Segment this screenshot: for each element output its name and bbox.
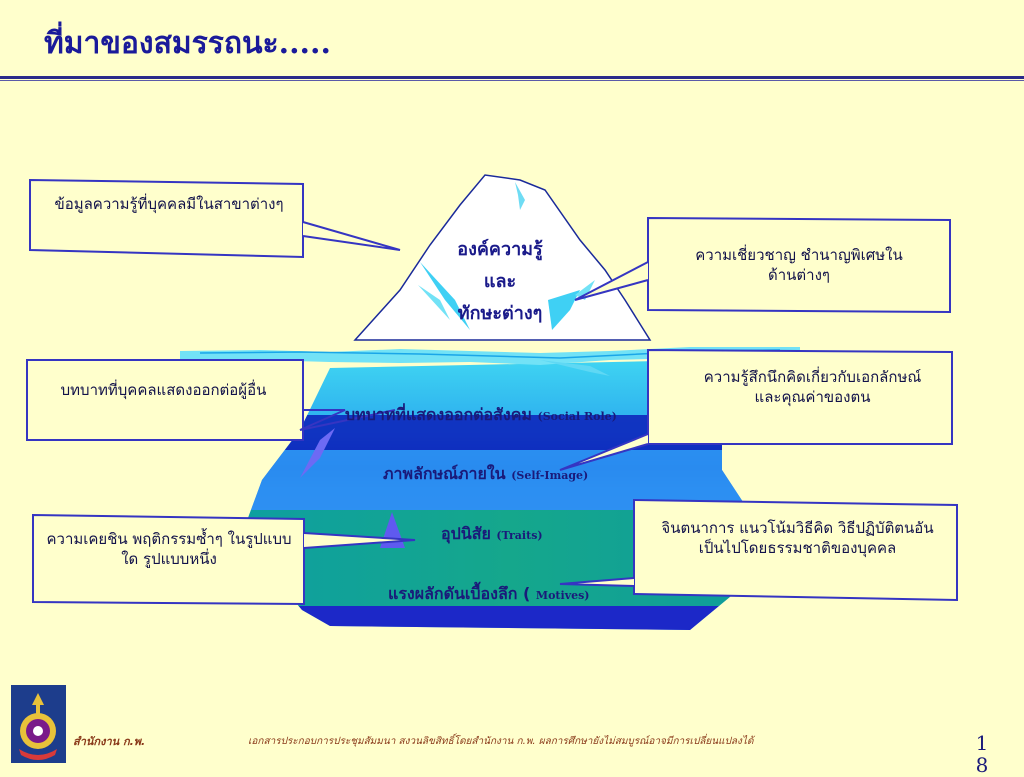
layer-self-image-english: (Self-Image) (511, 469, 589, 482)
layer-self-image-thai: ภาพลักษณ์ภายใน (383, 464, 506, 483)
callout-knowledge-pointer (302, 221, 401, 251)
page-number: 18 (975, 731, 989, 777)
callout-motives-pointer (559, 577, 635, 587)
iceberg-base-band (248, 606, 760, 630)
callout-traits-pointer (303, 532, 416, 549)
layer-motives-thai: แรงผลักดันเบื้องลึก ( (388, 584, 531, 603)
layer-social-role-english: (Social Role) (537, 410, 617, 423)
callout-selfimage-box (647, 348, 953, 445)
emblem-icon (19, 693, 57, 760)
callout-traits-text: ความเคยชิน พฤติกรรมซ้ำๆ ในรูปแบบใด รูปแบ… (46, 530, 292, 568)
layer-label-social-role: บทบาทที่แสดงออกต่อสังคม (Social Role) (345, 403, 617, 428)
tip-label-line2: และ (483, 271, 517, 292)
layer-traits-english: (Traits) (496, 529, 543, 542)
tip-label-line1: องค์ความรู้ (457, 239, 543, 260)
callout-selfimage-text: ความรู้สึกนึกคิดเกี่ยวกับเอกลักษณ์และคุณ… (703, 368, 922, 406)
layer-motives-english: Motives) (535, 589, 590, 602)
callout-knowledge-box (29, 178, 304, 259)
callout-knowledge-text: ข้อมูลความรู้ที่บุคคลมีในสาขาต่างๆ (54, 195, 284, 213)
callout-selfimage-pointer (559, 433, 649, 471)
page-title: ที่มาของสมรรถนะ..... (44, 26, 331, 61)
callout-traits-box (32, 513, 305, 606)
layer-label-motives: แรงผลักดันเบื้องลึก ( Motives) (388, 582, 589, 607)
callout-skills-text: ความเชี่ยวชาญ ชำนาญพิเศษในด้านต่างๆ (695, 246, 903, 284)
callout-social-box (26, 359, 304, 441)
callout-social-text: บทบาทที่บุคคลแสดงออกต่อผู้อื่น (60, 381, 267, 399)
tip-label-line3: ทักษะต่างๆ (457, 303, 543, 324)
title-divider (0, 76, 1024, 79)
footer-note: เอกสารประกอบการประชุมสัมมนา สงวนลิขสิทธิ… (248, 736, 754, 747)
layer-label-traits: อุปนิสัย (Traits) (441, 522, 543, 547)
callout-motives-text: จินตนาการ แนวโน้มวิธีคิด วิธีปฏิบัติตนอั… (661, 519, 934, 557)
ocsc-logo (11, 685, 66, 763)
layer-social-role-thai: บทบาทที่แสดงออกต่อสังคม (345, 405, 532, 424)
layer-traits-thai: อุปนิสัย (441, 524, 491, 543)
callout-motives-box (633, 498, 958, 602)
iceberg-tip-label: องค์ความรู้ และ ทักษะต่างๆ (430, 234, 570, 330)
title-divider-thin (0, 80, 1024, 81)
layer-label-self-image: ภาพลักษณ์ภายใน (Self-Image) (383, 462, 588, 487)
callout-skills-pointer (574, 261, 649, 301)
callout-social-pointer (299, 394, 396, 431)
footer-office: สำนักงาน ก.พ. (73, 735, 146, 748)
